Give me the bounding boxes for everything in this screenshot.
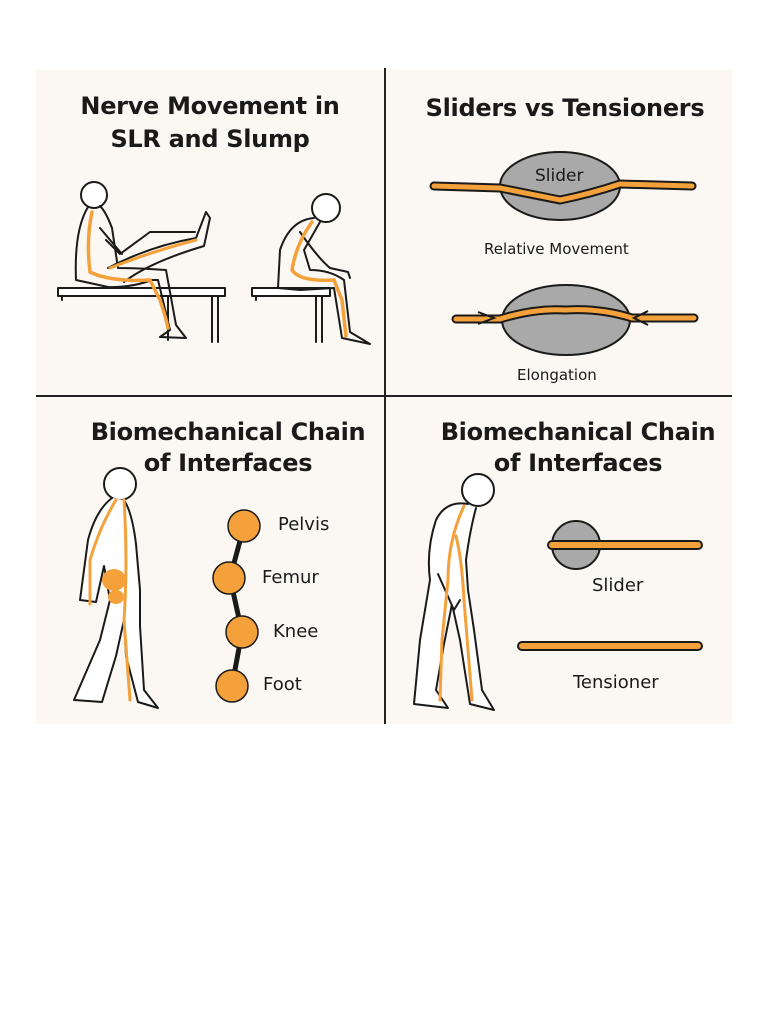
panel-title-line1: Nerve Movement in bbox=[80, 92, 340, 120]
panel-title-line1: Biomechanical Chain bbox=[440, 418, 716, 446]
slider-label: Slider bbox=[592, 575, 644, 596]
panel-title-line2: SLR and Slump bbox=[110, 125, 310, 153]
pelvis-node bbox=[227, 509, 261, 543]
foot-node bbox=[215, 669, 249, 703]
panel-title-line1: Biomechanical Chain bbox=[90, 418, 366, 446]
relative-movement-label: Relative Movement bbox=[484, 240, 629, 258]
knee-node bbox=[225, 615, 259, 649]
horizontal-divider bbox=[36, 395, 732, 397]
chain-label-knee: Knee bbox=[273, 621, 319, 642]
chain-label-foot: Foot bbox=[263, 674, 302, 695]
panel-title-line2: of Interfaces bbox=[493, 449, 663, 477]
chain-label-femur: Femur bbox=[262, 567, 319, 588]
chain-label-pelvis: Pelvis bbox=[278, 514, 330, 535]
slider-label: Slider bbox=[535, 166, 584, 186]
tensioner-label: Tensioner bbox=[573, 672, 659, 693]
panel-title: Sliders vs Tensioners bbox=[425, 94, 705, 122]
femur-node bbox=[212, 561, 246, 595]
panel-title-line2: of Interfaces bbox=[143, 449, 313, 477]
elongation-label: Elongation bbox=[517, 366, 597, 384]
